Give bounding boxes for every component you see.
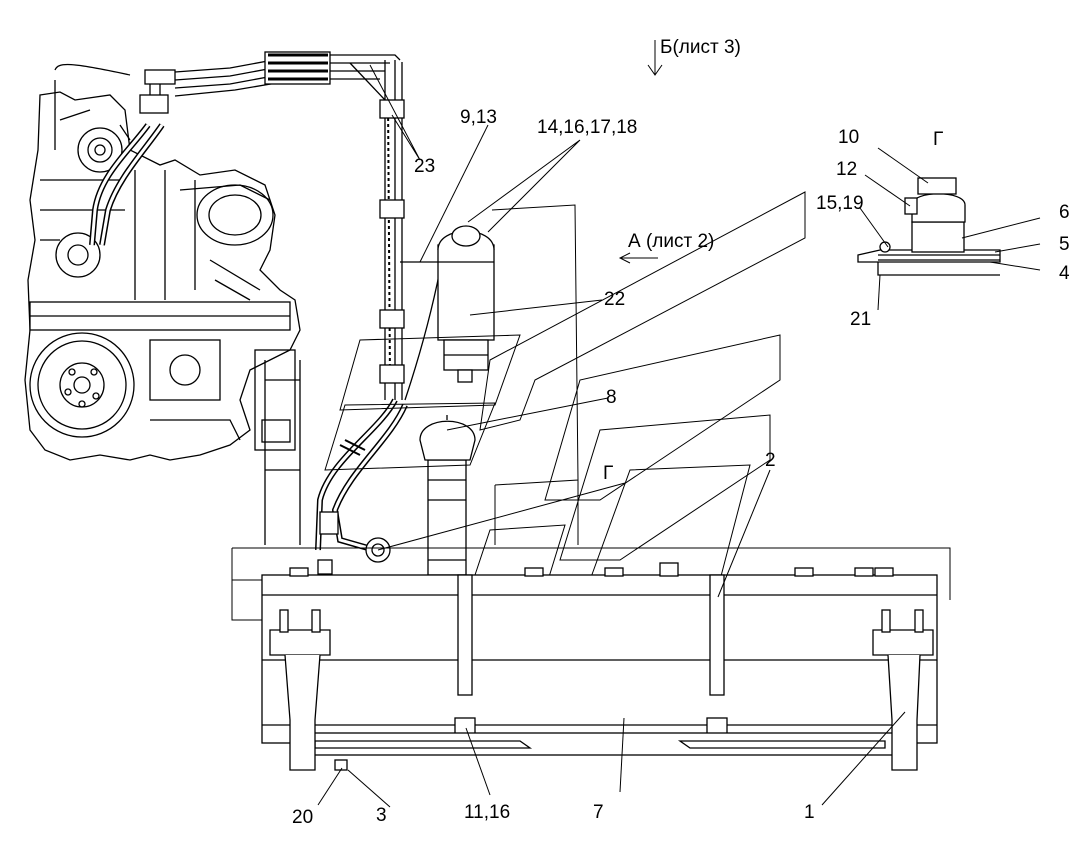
callout-23: 23	[414, 156, 436, 177]
callout-22: 22	[604, 289, 626, 310]
callout-5: 5	[1059, 234, 1070, 255]
engine-assembly	[24, 63, 301, 545]
hatch-decoration	[324, 191, 806, 591]
hydraulic-pipes	[174, 51, 441, 575]
callout-15-19: 15,19	[816, 193, 864, 214]
view-g-detail	[857, 177, 1001, 276]
frame-outline	[231, 204, 951, 621]
callout-14-16-17-18: 14,16,17,18	[537, 117, 638, 138]
callout-1: 1	[804, 802, 815, 823]
callout-20: 20	[292, 807, 314, 828]
callout-8: 8	[606, 387, 617, 408]
view-g-title: Г	[933, 129, 944, 150]
callout-12: 12	[836, 159, 858, 180]
callout-6: 6	[1059, 202, 1070, 223]
callout-3: 3	[376, 805, 387, 826]
callout-2: 2	[765, 450, 776, 471]
callout-10: 10	[838, 127, 860, 148]
callout-7: 7	[593, 802, 604, 823]
callout-9-13: 9,13	[460, 107, 497, 128]
sheet-a-reference: А (лист 2)	[628, 231, 715, 252]
callout-4: 4	[1059, 263, 1070, 284]
callout-21: 21	[850, 309, 872, 330]
leader-lines	[317, 40, 1041, 808]
view-g-marker: Г	[603, 463, 614, 484]
sheet-b-reference: Б(лист 3)	[660, 37, 741, 58]
filler-neck-8	[419, 415, 476, 576]
tank-assembly	[261, 562, 938, 771]
filter-22	[437, 225, 495, 383]
callout-11-16: 11,16	[464, 802, 511, 823]
